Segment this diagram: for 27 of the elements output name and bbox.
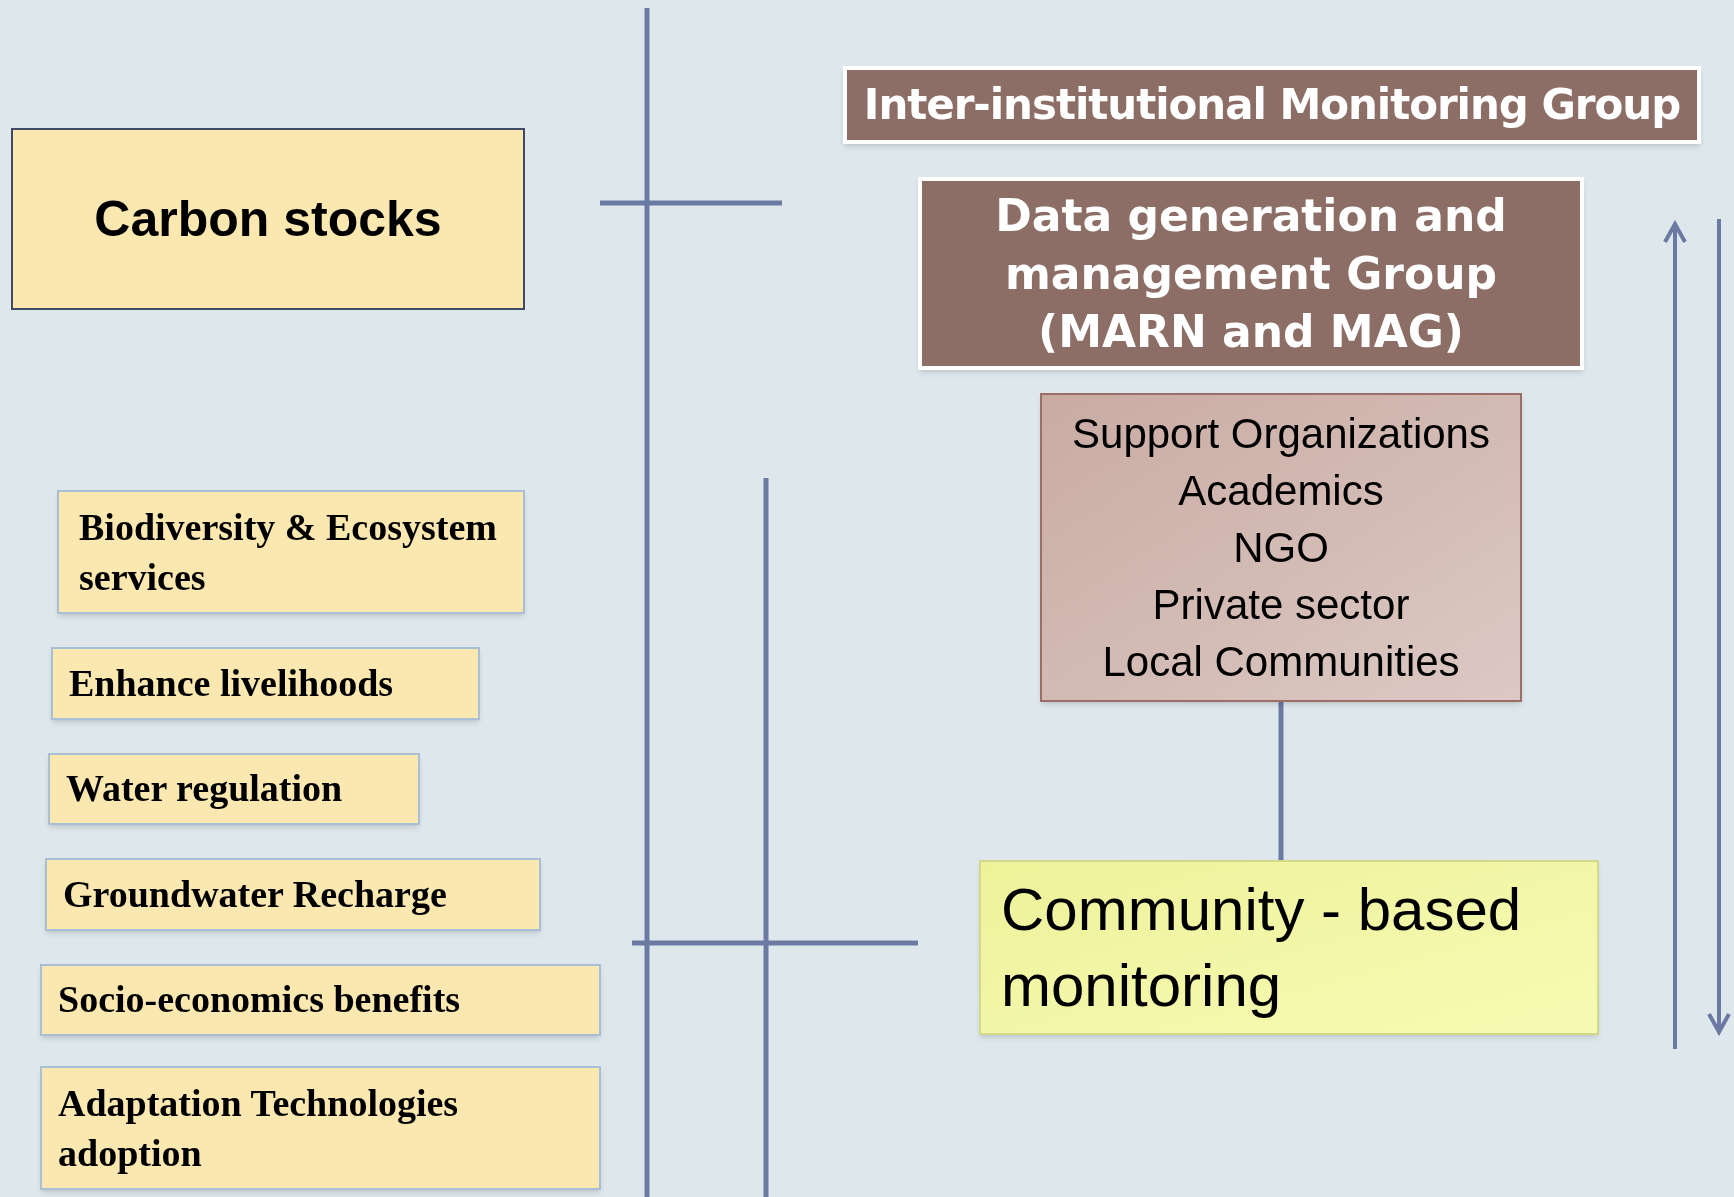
node-label: Academics [1178,466,1384,516]
benefit-box [45,858,541,931]
node-label: Enhance livelihoods [69,660,395,706]
benefit-box [51,647,480,720]
node-label: Biodiversity & Ecosystem services [79,505,498,600]
node-label: Carbon stocks [94,189,442,249]
group-box [843,66,1701,144]
benefit-box [40,1066,601,1190]
monitoring-box [979,860,1599,1035]
benefit-box [57,490,525,614]
organizations-box [1040,393,1522,702]
node-label: Community - based monitoring [1001,874,1523,1021]
node-label: Support Organizations [1072,409,1490,459]
node-label: Water regulation [66,766,344,812]
node-label: NGO [1233,523,1329,573]
node-label: Data generation and management Group (MARN and MAG) [994,188,1508,359]
node-label: Private sector [1152,580,1410,630]
node-label: Adaptation Technologies adoption [58,1081,460,1176]
node-label: Socio-economics benefits [58,977,462,1023]
node-label: Inter-institutional Monitoring Group [863,78,1681,131]
benefit-box [48,753,420,825]
group-box [918,177,1584,370]
topic-box [11,128,525,310]
benefit-box [40,964,601,1036]
node-label: Local Communities [1102,637,1460,687]
node-label: Groundwater Recharge [63,871,448,917]
connector-line [1278,702,1284,860]
